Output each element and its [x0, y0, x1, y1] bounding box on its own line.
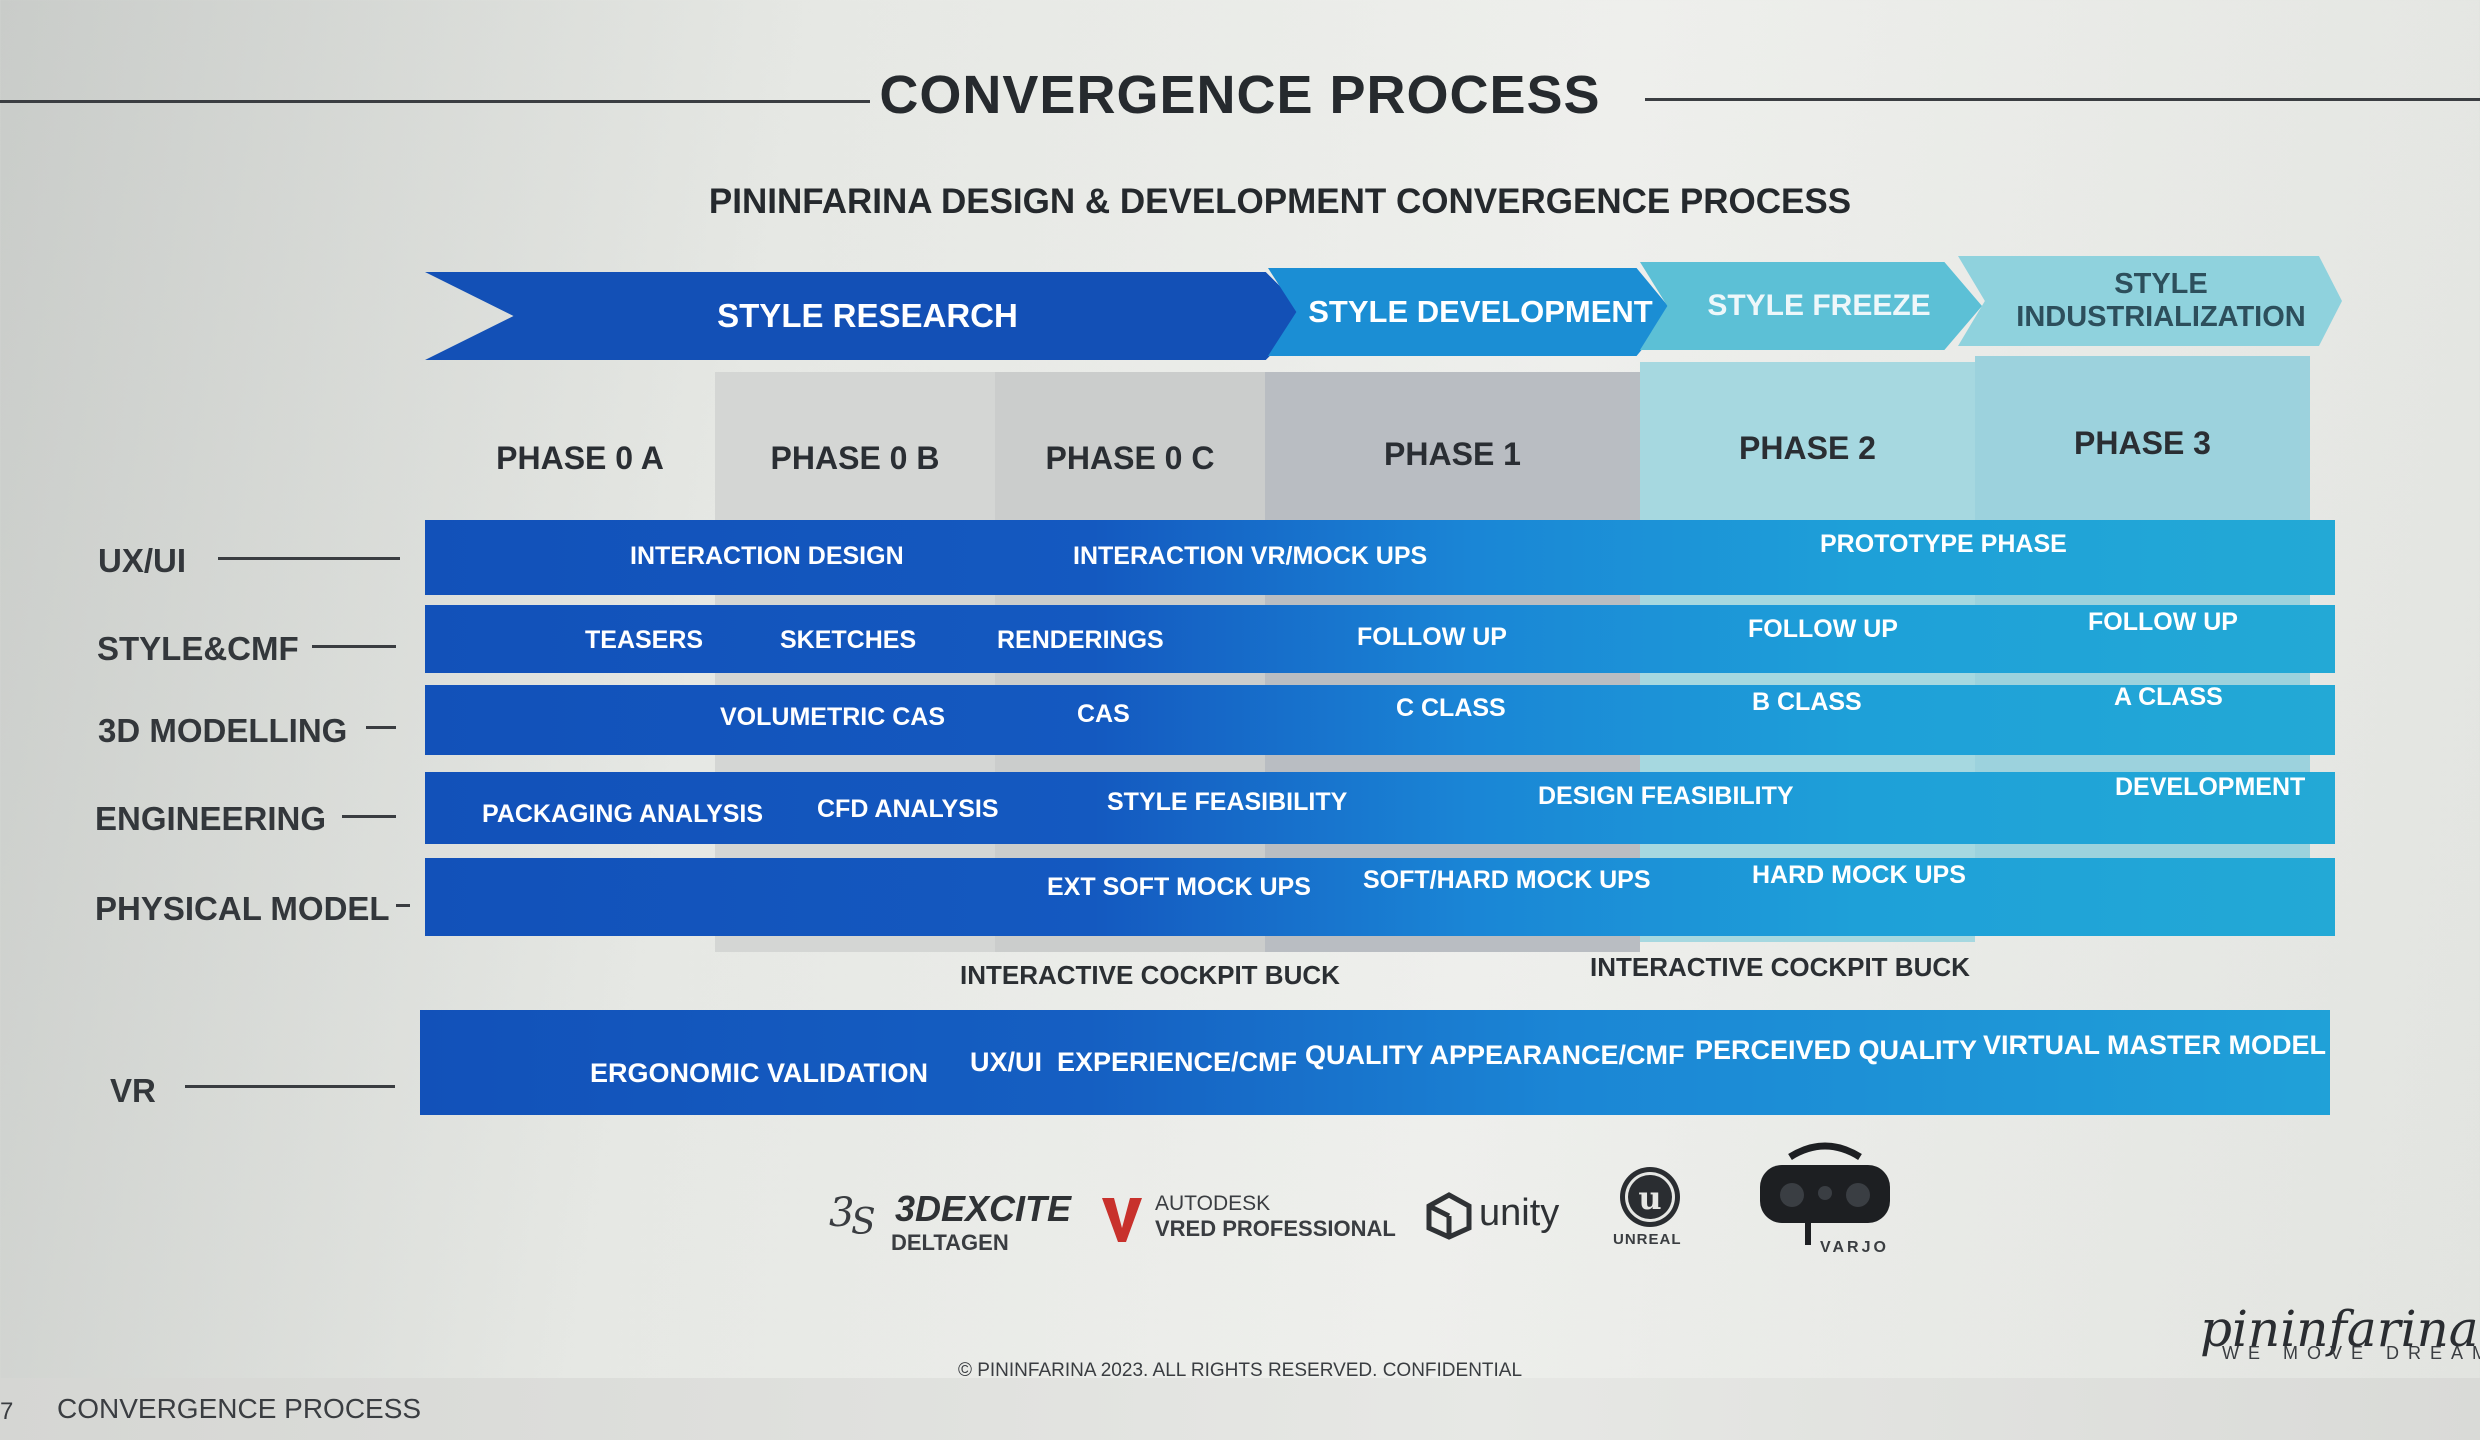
bar-cell: B CLASS: [1752, 688, 1862, 716]
svg-text:S: S: [851, 1202, 876, 1242]
bar-cell: EXT SOFT MOCK UPS: [1047, 873, 1311, 901]
bar-cell: CAS: [1077, 700, 1130, 728]
bar-cell: DEVELOPMENT: [2115, 773, 2306, 801]
stage-style-research: STYLE RESEARCH: [425, 272, 1310, 360]
pininfarina-tagline: WE MOVE DREAM: [2222, 1343, 2480, 1363]
varjo-wordmark: VARJO: [1820, 1239, 1889, 1256]
bar-cell: ERGONOMIC VALIDATION: [590, 1058, 928, 1088]
copyright-notice: © PININFARINA 2023. ALL RIGHTS RESERVED.…: [957, 1360, 1523, 1381]
page-title: CONVERGENCE PROCESS: [879, 65, 1601, 125]
row-label-ux-ui: UX/UI: [98, 542, 187, 579]
phase-header: PHASE 0 C: [1045, 440, 1215, 476]
bar-cell: INTERACTION DESIGN: [630, 542, 904, 570]
bar-cell: VOLUMETRIC CAS: [720, 703, 945, 731]
unity-wordmark: unity: [1479, 1192, 1560, 1234]
row-bar-physical-model: [425, 858, 2335, 936]
bar-cell: FOLLOW UP: [2088, 608, 2238, 636]
unreal-wordmark: UNREAL: [1613, 1231, 1682, 1248]
row-connector: [366, 726, 396, 729]
row-bar-engineering: [425, 772, 2335, 844]
svg-text:3: 3: [829, 1190, 854, 1236]
bar-cell: SKETCHES: [780, 626, 917, 654]
bar-cell: UX/UI EXPERIENCE/CMF: [970, 1047, 1298, 1077]
row-label-physical-model: PHYSICAL MODEL: [95, 890, 390, 927]
deltagen-wordmark: DELTAGEN: [891, 1230, 1009, 1255]
bar-cell: DESIGN FEASIBILITY: [1538, 782, 1794, 810]
autodesk-wordmark: AUTODESK: [1155, 1192, 1271, 1215]
stage-style-industrialization: STYLE INDUSTRIALIZATION: [1958, 256, 2342, 346]
section-footer-title: CONVERGENCE PROCESS: [57, 1393, 422, 1424]
bar-cell: PACKAGING ANALYSIS: [482, 800, 764, 828]
vred-professional-wordmark: VRED PROFESSIONAL: [1155, 1216, 1396, 1241]
phase-header: PHASE 0 A: [496, 440, 664, 476]
title-rule-right: [1645, 98, 2480, 101]
stage-style-development: STYLE DEVELOPMENT: [1268, 268, 1673, 356]
stage-label: STYLE DEVELOPMENT: [1308, 294, 1653, 330]
cockpit-buck-label: INTERACTIVE COCKPIT BUCK: [960, 960, 1340, 990]
phase-header: PHASE 1: [1384, 436, 1521, 472]
stage-label: STYLE INDUSTRIALIZATION: [2016, 267, 2306, 333]
row-bar-style-cmf: [425, 605, 2335, 673]
bar-cell: FOLLOW UP: [1357, 623, 1507, 651]
row-label-vr: VR: [110, 1072, 156, 1109]
phase-header: PHASE 3: [2074, 425, 2211, 461]
row-bar-3d-modelling: [425, 685, 2335, 755]
bar-cell: TEASERS: [585, 626, 704, 654]
autodesk-vred-logo: AUTODESK VRED PROFESSIONAL: [1100, 1188, 1400, 1258]
diagram-subtitle: PININFARINA DESIGN & DEVELOPMENT CONVERG…: [708, 182, 1852, 221]
row-label-style-cmf: STYLE&CMF: [97, 630, 299, 667]
row-connector: [185, 1085, 395, 1088]
bottom-bar: [0, 1378, 2480, 1440]
bar-cell: HARD MOCK UPS: [1752, 861, 1966, 889]
unreal-engine-logo: u UNREAL: [1605, 1165, 1695, 1255]
bar-cell: FOLLOW UP: [1748, 615, 1898, 643]
3dexcite-wordmark: 3DEXCITE: [895, 1188, 1072, 1229]
vr-headset-icon: [1760, 1142, 1890, 1245]
title-rule-left: [0, 100, 870, 103]
svg-text:u: u: [1638, 1179, 1661, 1217]
row-bar-ux-ui: [425, 520, 2335, 595]
bar-cell: STYLE FEASIBILITY: [1107, 788, 1348, 816]
3ds-icon: 3 S: [829, 1190, 876, 1242]
phase-header: PHASE 2: [1739, 430, 1876, 466]
row-connector: [396, 904, 410, 907]
3dexcite-logo: 3 S 3DEXCITE DELTAGEN: [825, 1180, 1072, 1260]
page-number: 7: [0, 1398, 14, 1425]
bar-cell: INTERACTION VR/MOCK UPS: [1073, 542, 1428, 570]
unity-logo: unity: [1425, 1188, 1565, 1248]
row-connector: [218, 557, 400, 560]
stage-label: STYLE RESEARCH: [717, 297, 1018, 335]
row-label-3d-modelling: 3D MODELLING: [98, 712, 348, 749]
bar-cell: QUALITY APPEARANCE/CMF: [1305, 1040, 1685, 1070]
vred-v-icon: [1102, 1198, 1142, 1242]
bar-cell: VIRTUAL MASTER MODEL: [1983, 1030, 2326, 1060]
unreal-icon: u: [1620, 1167, 1680, 1227]
bar-cell: PERCEIVED QUALITY: [1695, 1035, 1978, 1065]
cockpit-buck-label: INTERACTIVE COCKPIT BUCK: [1590, 952, 1970, 982]
row-label-engineering: ENGINEERING: [95, 800, 327, 837]
phase-header: PHASE 0 B: [770, 440, 940, 476]
bar-cell: C CLASS: [1396, 694, 1506, 722]
varjo-headset: VARJO: [1745, 1135, 1905, 1270]
stage-label: STYLE FREEZE: [1707, 288, 1931, 322]
bar-cell: RENDERINGS: [997, 626, 1164, 654]
row-connector: [312, 645, 396, 648]
stage-style-freeze: STYLE FREEZE: [1640, 262, 1982, 350]
row-connector: [342, 815, 396, 818]
row-bar-vr: [420, 1010, 2330, 1115]
bar-cell: CFD ANALYSIS: [817, 795, 999, 823]
unity-cube-icon: [1426, 1192, 1472, 1240]
bar-cell: SOFT/HARD MOCK UPS: [1363, 866, 1651, 894]
pininfarina-wordmark: pininfarina: [2200, 1300, 2479, 1358]
bar-cell: PROTOTYPE PHASE: [1820, 530, 2067, 558]
bar-cell: A CLASS: [2114, 683, 2223, 711]
